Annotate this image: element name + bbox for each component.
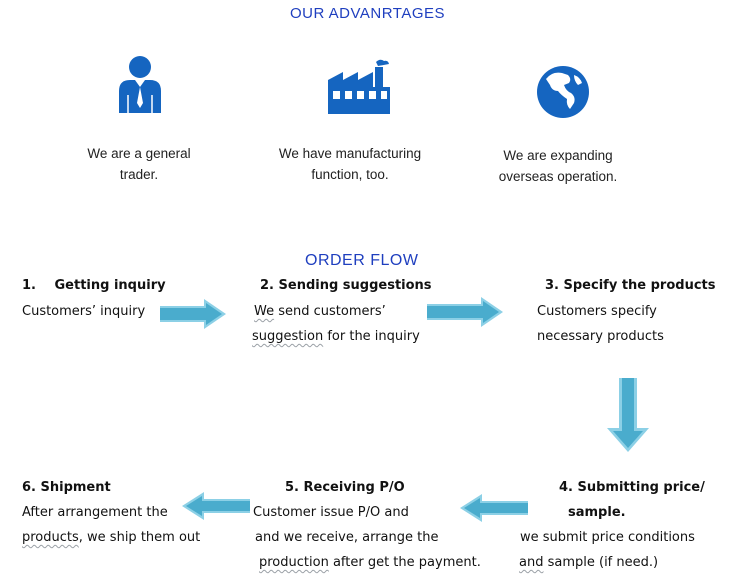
- step-1-number: 1.: [22, 278, 36, 293]
- step-4-line2: and sample (if need.): [519, 555, 658, 570]
- advantage-1-text: We are a general trader.: [59, 143, 219, 185]
- advantage-2-text: We have manufacturing function, too.: [260, 143, 440, 185]
- step-4-line1: we submit price conditions: [520, 530, 695, 545]
- arrow-down-icon: [607, 378, 649, 452]
- step-6-line1: After arrangement the: [22, 505, 168, 520]
- step-5-line1: Customer issue P/O and: [253, 505, 409, 520]
- step-1-label: Getting inquiry: [54, 278, 166, 293]
- order-flow-heading: ORDER FLOW: [305, 252, 419, 269]
- advantage-1-line2: trader.: [119, 167, 159, 182]
- advantage-2-line2: function, too.: [311, 167, 389, 182]
- factory-icon: [328, 59, 390, 114]
- step-4-line2-and: and: [519, 555, 544, 570]
- arrow-left-2-icon: [182, 492, 250, 520]
- step-4-line2-rest: sample (if need.): [543, 555, 659, 570]
- step-5-line3-production: production: [259, 555, 329, 570]
- step-5-title: 5. Receiving P/O: [285, 480, 405, 495]
- step-6-line2-rest: , we ship them out: [78, 530, 201, 545]
- advantage-2-line1: We have manufacturing: [278, 146, 422, 161]
- person-icon: [119, 56, 161, 113]
- step-2-line1: We send customers’: [254, 304, 386, 319]
- step-3-line1: Customers specify: [537, 304, 657, 319]
- step-5-line3: production after get the payment.: [259, 555, 481, 570]
- arrow-right-1-icon: [160, 299, 226, 329]
- step-2-line1-rest: send customers’: [274, 304, 386, 319]
- step-1-line1: Customers’ inquiry: [22, 304, 146, 319]
- step-4-title: 4. Submitting price/: [559, 480, 705, 495]
- arrow-left-1-icon: [460, 494, 528, 522]
- step-2-title: 2. Sending suggestions: [260, 278, 432, 293]
- advantage-3-line1: We are expanding: [503, 148, 613, 163]
- step-2-line1-we: We: [254, 304, 275, 319]
- step-6-line2-products: products: [22, 530, 79, 545]
- advantages-heading: OUR ADVANRTAGES: [289, 5, 446, 22]
- step-5-line3-rest: after get the payment.: [328, 555, 481, 570]
- advantage-3-line2: overseas operation.: [498, 169, 618, 184]
- step-6-line2: products, we ship them out: [22, 530, 200, 545]
- globe-icon: [537, 66, 589, 118]
- arrow-right-2-icon: [427, 297, 503, 327]
- step-2-line2-rest: for the inquiry: [323, 329, 420, 344]
- step-2-line2-suggestion: suggestion: [252, 329, 324, 344]
- step-5-line2: and we receive, arrange the: [255, 530, 439, 545]
- step-2-line2: suggestion for the inquiry: [252, 329, 420, 344]
- step-6-title: 6. Shipment: [22, 480, 111, 495]
- advantage-3-text: We are expanding overseas operation.: [478, 145, 638, 187]
- step-4-title-line2: sample.: [568, 505, 626, 520]
- step-3-line2: necessary products: [537, 329, 664, 344]
- step-3-title: 3. Specify the products: [545, 278, 716, 293]
- step-1-title: 1. Getting inquiry: [22, 278, 166, 293]
- advantage-1-line1: We are a general: [87, 146, 191, 161]
